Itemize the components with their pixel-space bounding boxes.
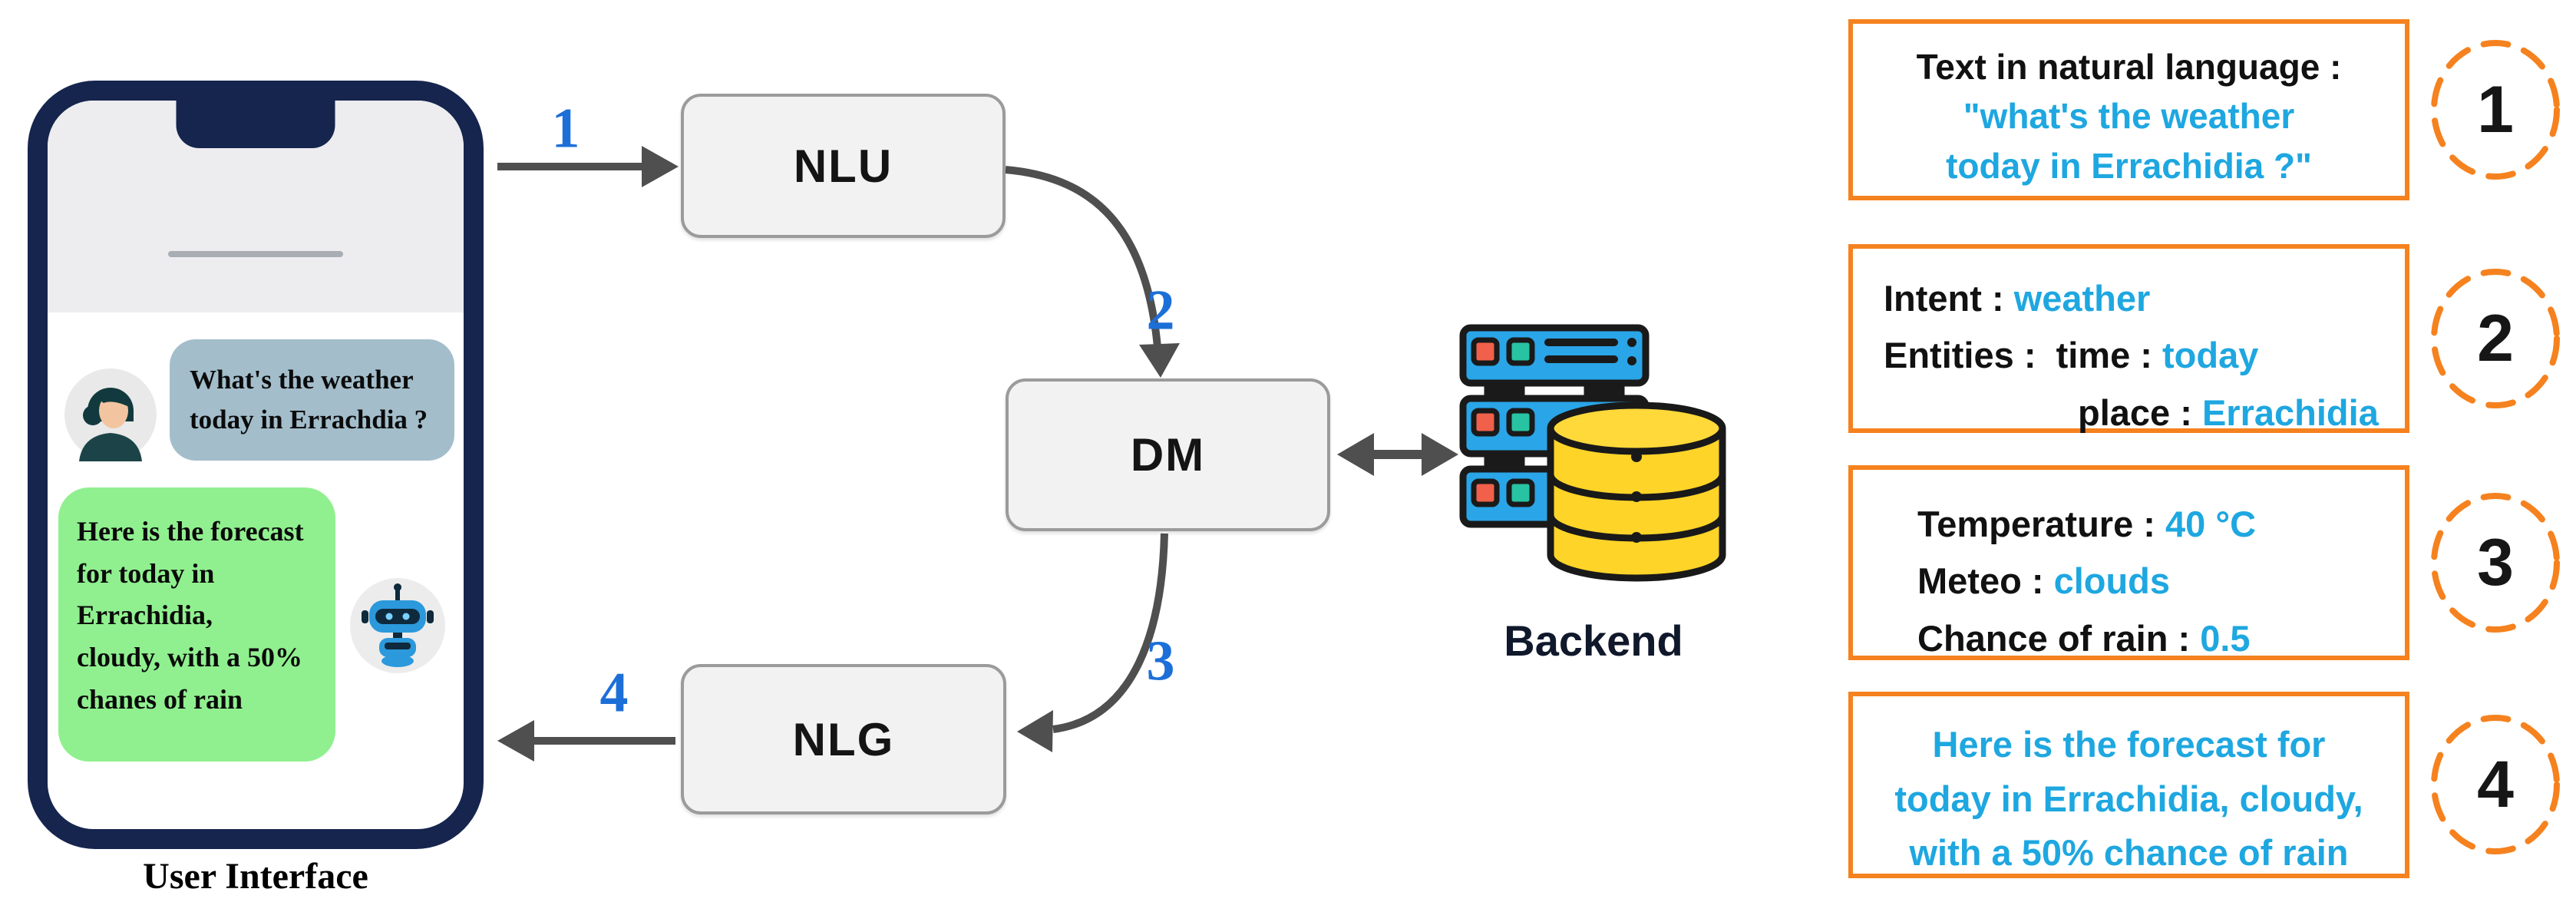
entities-place-value: Errachidia [2201, 392, 2379, 433]
annotation-2-entities-line: Entities : time : today [1884, 327, 2405, 384]
annotation-3-rain-line: Chance of rain : 0.5 [1917, 610, 2405, 667]
step-1-dashed-circle: 1 [2426, 37, 2564, 183]
step-4-dashed-circle: 4 [2426, 712, 2564, 857]
entities-place-label: place : [2078, 392, 2202, 433]
intent-value: weather [2013, 278, 2151, 319]
dashed-circle-icon [2431, 40, 2560, 180]
circle-2-number: 2 [2477, 301, 2514, 375]
user-chat-bubble: What's the weather today in Errachdia ? [170, 339, 454, 461]
dm-node: DM [1006, 378, 1330, 531]
circle-4-number: 4 [2477, 747, 2514, 821]
database-dots [1631, 451, 1642, 543]
circle-1-number: 1 [2477, 72, 2514, 147]
arrow-4-head [497, 720, 534, 762]
bot-message-line: for today in [77, 557, 215, 589]
annotation-box-4: Here is the forecast for today in Errach… [1848, 692, 2409, 878]
step-2-dashed-circle: 2 [2426, 266, 2564, 411]
arrow-2-curve [1005, 166, 1161, 348]
dm-node-label: DM [1130, 429, 1206, 481]
meteo-value: clouds [2053, 560, 2171, 602]
bot-message-line: Here is the forecast [77, 516, 304, 547]
entities-time-value: today [2162, 335, 2259, 376]
arrow-3-head [1017, 710, 1053, 752]
rain-value: 0.5 [2200, 617, 2251, 659]
dashed-circle-icon [2431, 493, 2560, 633]
bot-message-line: Errachidia, [77, 600, 213, 631]
annotation-2-intent-line: Intent : weather [1884, 270, 2405, 327]
nlu-node: NLU [681, 94, 1006, 238]
entities-time-label: Entities : time : [1884, 335, 2162, 376]
backend-caption: Backend [1504, 616, 1683, 665]
server-stack [1459, 324, 1650, 528]
bot-message-line: chanes of rain [77, 683, 243, 715]
step-3-dashed-circle: 3 [2426, 490, 2564, 636]
annotation-4-line: with a 50% chance of rain [1909, 832, 2349, 873]
temperature-value: 40 °C [2165, 504, 2257, 544]
step-1-number: 1 [551, 97, 580, 160]
dashed-circle-icon [2431, 269, 2560, 408]
rain-label: Chance of rain : [1917, 617, 2201, 659]
database-cylinders [1547, 401, 1726, 582]
annotation-3-temperature-line: Temperature : 40 °C [1917, 496, 2405, 553]
meteo-label: Meteo : [1917, 560, 2054, 602]
temperature-label: Temperature : [1917, 504, 2165, 544]
dashed-circle-icon [2431, 715, 2560, 854]
arrow-backend-left-head [1337, 433, 1374, 476]
nlu-node-label: NLU [793, 140, 893, 192]
user-interface-caption: User Interface [143, 856, 368, 897]
arrow-2-head [1139, 343, 1180, 378]
speaker-line [168, 251, 343, 257]
step-4-number: 4 [599, 661, 629, 725]
chatbot-avatar [350, 578, 445, 673]
intent-label: Intent : [1884, 278, 2014, 319]
annotation-1-quote-line: "what's the weather [1963, 96, 2295, 137]
user-avatar [64, 368, 157, 461]
arrow-backend-right-head [1422, 433, 1458, 476]
user-message-line: What's the weather [190, 364, 414, 395]
annotation-2-place-line: place : Errachidia [2078, 385, 2405, 441]
annotation-box-2: Intent : weather Entities : time : today… [1848, 244, 2409, 433]
annotation-4-line: Here is the forecast for [1932, 724, 2326, 765]
bot-message-line: cloudy, with a 50% [77, 642, 303, 673]
annotation-1-title: Text in natural language : [1916, 47, 2342, 87]
step-3-number: 3 [1146, 629, 1175, 693]
annotation-3-meteo-line: Meteo : clouds [1917, 553, 2405, 610]
server-leds [1471, 337, 1535, 507]
phone-notch [176, 101, 335, 148]
annotation-box-1: Text in natural language : "what's the w… [1848, 19, 2409, 200]
annotation-1-quote-line: today in Errachidia ?" [1946, 145, 2312, 186]
server-vents [1544, 338, 1636, 365]
arrow-1-head [642, 146, 679, 187]
annotation-4-line: today in Errachidia, cloudy, [1894, 778, 2363, 819]
nlg-node-label: NLG [792, 713, 895, 765]
nlg-node: NLG [681, 664, 1006, 815]
step-2-number: 2 [1146, 279, 1175, 342]
bot-chat-bubble: Here is the forecast for today in Errach… [58, 487, 335, 762]
backend-server-database-icon [1459, 324, 1726, 582]
user-message-line: today in Errachdia ? [190, 405, 428, 435]
circle-3-number: 3 [2477, 525, 2514, 600]
annotation-box-3: Temperature : 40 °C Meteo : clouds Chanc… [1848, 465, 2409, 660]
